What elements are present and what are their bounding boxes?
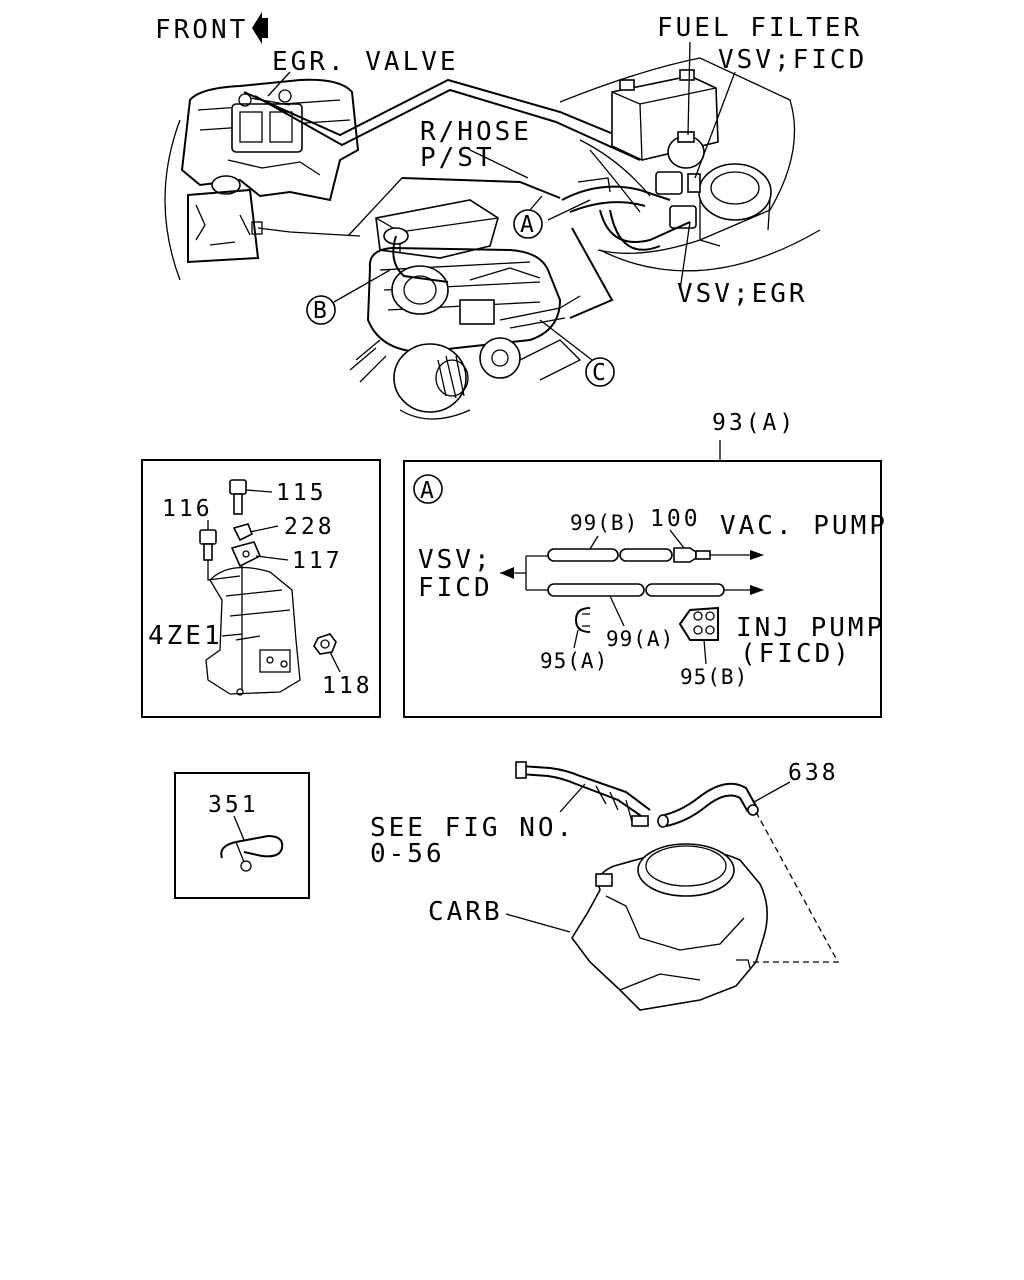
fitting-100-icon xyxy=(673,547,697,563)
part-351-label: 351 xyxy=(208,792,259,818)
r-hose-label: R/HOSE xyxy=(420,117,532,147)
detail-box-4ze1 xyxy=(141,459,381,718)
part-115-label: 115 xyxy=(276,480,327,506)
nut-118-icon xyxy=(313,633,337,655)
vsv-left-label-2: FICD xyxy=(418,573,493,603)
front-arrow-icon xyxy=(252,12,268,44)
clip-351-icon xyxy=(220,834,284,872)
part-99a-label: 99(A) xyxy=(606,627,674,651)
part-228-label: 228 xyxy=(284,514,335,540)
callout-a-top xyxy=(513,209,543,239)
part-95b-label: 95(B) xyxy=(680,665,748,689)
vsv-egr-label: VSV;EGR xyxy=(677,279,808,309)
clip-228-icon xyxy=(232,523,254,542)
engine-bay-illustration xyxy=(164,12,821,420)
callout-a-letter: A xyxy=(520,212,537,238)
carb-label: CARB xyxy=(428,897,503,927)
part-100-label: 100 xyxy=(650,506,701,532)
callout-c-top xyxy=(585,357,615,387)
clip-95a-icon xyxy=(574,607,591,633)
p-st-label: P/ST xyxy=(420,143,495,173)
vsv-left-label-1: VSV; xyxy=(418,545,493,575)
vsv-ficd-label: VSV;FICD xyxy=(718,45,867,75)
callout-b-letter: B xyxy=(313,298,330,324)
bracket-117-icon xyxy=(230,541,262,568)
clip-95b-icon xyxy=(678,606,719,641)
part-95a-label: 95(A) xyxy=(540,649,608,673)
see-fig-label-2: 0-56 xyxy=(370,839,445,869)
bolt-116-icon xyxy=(199,529,217,561)
detail-a-letter: A xyxy=(420,478,437,504)
front-label: FRONT xyxy=(155,15,248,45)
hose-99a-icon xyxy=(547,583,645,597)
bolt-115-icon xyxy=(229,479,247,515)
part-118-label: 118 xyxy=(322,673,373,699)
part-116-label: 116 xyxy=(162,496,213,522)
inj-pump-label-1: INJ PUMP xyxy=(736,613,885,643)
engine-4ze1-label: 4ZE1 xyxy=(148,621,223,651)
fuel-filter-label: FUEL FILTER xyxy=(657,13,862,43)
detail-box-351 xyxy=(174,772,310,899)
part-117-label: 117 xyxy=(292,548,343,574)
detail-box-a xyxy=(403,440,882,718)
carb-illustration xyxy=(505,761,840,1011)
egr-valve-label: EGR. VALVE xyxy=(272,47,459,77)
part-99b-label: 99(B) xyxy=(570,511,638,535)
ref-93a-label: 93(A) xyxy=(712,410,796,436)
see-fig-label-1: SEE FIG NO. xyxy=(370,813,575,843)
callout-c-letter: C xyxy=(592,360,609,386)
vac-pump-label: VAC. PUMP xyxy=(720,511,888,541)
inj-pump-label-2: (FICD) xyxy=(740,639,852,669)
hose-99b-icon xyxy=(547,548,619,562)
part-638-label: 638 xyxy=(788,760,839,786)
callout-b-top xyxy=(306,295,336,325)
